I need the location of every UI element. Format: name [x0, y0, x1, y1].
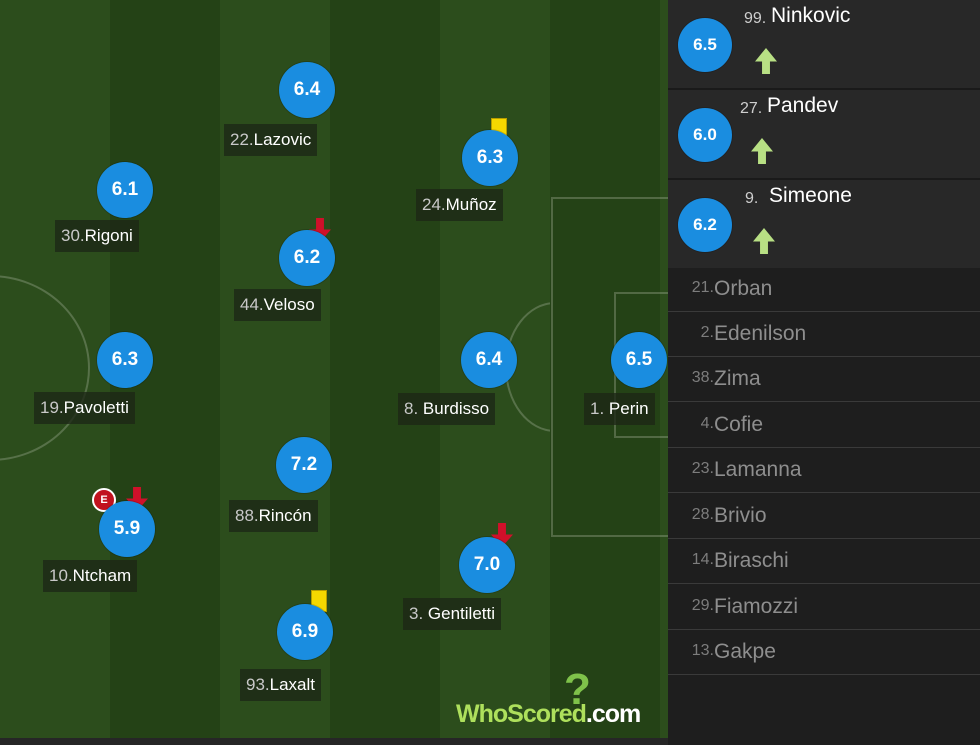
bench-panel: 6.5 99. Ninkovic 6.0 27. Pandev 6.2 9. S… [668, 0, 980, 745]
rating-badge: 5.9 [99, 501, 155, 557]
question-mark-logo-icon: ? [564, 665, 591, 714]
player-name-label: 22.Lazovic [224, 124, 318, 156]
player-name-label: 1. Perin [584, 393, 655, 425]
rating-badge: 6.4 [461, 332, 517, 388]
sub-on-icon [753, 228, 775, 254]
bench-row-fiamozzi[interactable]: 29. Fiamozzi [668, 586, 980, 630]
pitch-bottom-edge [0, 738, 668, 745]
bench-row-brivio[interactable]: 28. Brivio [668, 495, 980, 539]
player-name-label: 8. Burdisso [398, 393, 496, 425]
player-name-label: 44.Veloso [234, 289, 321, 321]
center-circle [0, 275, 90, 461]
player-name-label: 88.Rincón [229, 500, 318, 532]
rating-badge: 6.3 [462, 130, 518, 186]
shirt-number: 99. [744, 10, 767, 27]
sub-row-pandev[interactable]: 6.0 27. Pandev [668, 90, 980, 180]
bench-row-cofie[interactable]: 4. Cofie [668, 404, 980, 448]
player-name-label: 19.Pavoletti [34, 392, 135, 424]
rating-badge: 6.5 [678, 18, 732, 72]
rating-badge: 6.4 [279, 62, 335, 118]
bench-row-zima[interactable]: 38. Zima [668, 358, 980, 402]
player-name-label: 3. Gentiletti [403, 598, 501, 630]
player-name-label: 24.Muñoz [416, 189, 503, 221]
player-name: Pandev [767, 94, 839, 117]
player-name-label: 93.Laxalt [240, 669, 322, 701]
player-name: Ninkovic [771, 4, 851, 27]
rating-badge: 6.2 [279, 230, 335, 286]
rating-badge: 6.5 [611, 332, 667, 388]
rating-badge: 6.0 [678, 108, 732, 162]
rating-badge: 6.2 [678, 198, 732, 252]
sub-row-ninkovic[interactable]: 6.5 99. Ninkovic [668, 0, 980, 90]
whoscored-logo: ? WhoScored.com [456, 665, 641, 729]
sub-on-icon [755, 48, 777, 74]
pitch: 6.4 22.Lazovic 6.3 24.Muñoz 6.1 30.Rigon… [0, 0, 668, 738]
penalty-box [551, 197, 668, 537]
bench-row-lamanna[interactable]: 23. Lamanna [668, 449, 980, 493]
sub-row-simeone[interactable]: 6.2 9. Simeone [668, 180, 980, 270]
rating-badge: 7.2 [276, 437, 332, 493]
bench-row-edenilson[interactable]: 2. Edenilson [668, 313, 980, 357]
bench-row-gakpe[interactable]: 13. Gakpe [668, 631, 980, 675]
sub-on-icon [751, 138, 773, 164]
bench-row-orban[interactable]: 21. Orban [668, 268, 980, 312]
rating-badge: 7.0 [459, 537, 515, 593]
player-name-label: 10.Ntcham [43, 560, 138, 592]
player-name: Simeone [769, 184, 852, 207]
rating-badge: 6.9 [277, 604, 333, 660]
rating-badge: 6.1 [97, 162, 153, 218]
bench-row-biraschi[interactable]: 14. Biraschi [668, 540, 980, 584]
player-name-label: 30.Rigoni [55, 220, 139, 252]
shirt-number: 27. [740, 100, 763, 117]
shirt-number: 9. [745, 190, 759, 207]
rating-badge: 6.3 [97, 332, 153, 388]
